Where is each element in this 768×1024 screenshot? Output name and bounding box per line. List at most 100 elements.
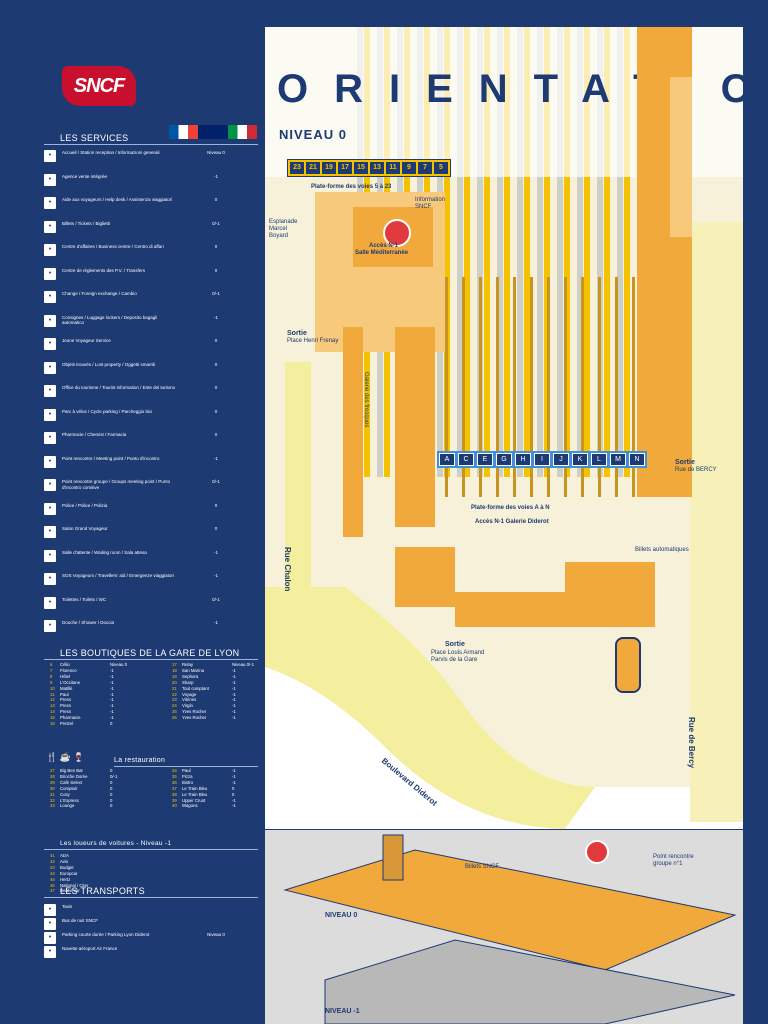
item-level: -1 [232,768,236,773]
sortie-left-place: Place Henri Frenay [287,338,339,344]
item-number: 42 [50,858,55,864]
toilet-icon: • [44,596,56,609]
item-number: 25 [172,709,177,715]
platform-line [615,277,618,497]
rue-bercy-label: Rue de Bercy [687,717,696,769]
service-text: Salle d'attente / Waiting room / Sala at… [62,549,147,555]
acces-main: Accès N-1 [369,243,399,249]
restauration-title: La restauration [114,757,166,764]
service-level: 0 [214,526,218,531]
track-letter: K [572,453,588,466]
item-number: 17 [172,662,177,667]
item-name: Sharp [182,679,194,685]
clock-tower-shape [382,834,404,881]
plane-icon: • [44,946,56,958]
item-level: -1 [232,803,236,809]
item-number: 15 [50,715,55,721]
item-name: Yves Rocher [182,709,207,715]
service-level: -1 [213,314,218,320]
platform-line [564,277,567,497]
list-item: 33 Lounge 0 [50,803,140,809]
item-name: Sephora [182,673,199,679]
item-name: Press [60,697,71,703]
service-text: Douche / Shower / Doccia [62,620,115,625]
platform-strip [544,27,550,477]
platform-strip [584,27,590,477]
item-name: Cosy [60,791,70,797]
track-number: 15 [354,162,368,174]
track-number: 5 [434,162,448,174]
platform-line [598,277,601,497]
item-name: L'Express [60,797,79,803]
item-level: -1 [110,679,114,685]
service-level: 0 [214,432,218,437]
platform-bottom-label: Plate-forme des voies A à N [471,505,550,511]
bus-icon: • [44,918,56,930]
billets-label: Billets automatiques [635,547,689,553]
shops-block-5 [565,562,655,627]
item-number: 32 [50,797,55,803]
item-level: -1 [110,673,114,679]
service-text: Pharmacie / Chemist / Farmacia [62,432,127,437]
service-text: Billets / Tickets / Biglietti [62,220,111,226]
service-level: 0 [214,197,218,202]
item-name: Paul [182,768,191,773]
item-number: 33 [50,803,55,809]
item-name: Virgin [182,703,193,709]
transport-text: Taxis [62,904,73,909]
hall-right-light [670,77,692,237]
flag-it-icon [227,125,257,139]
item-number: 30 [50,785,55,791]
item-level: 0 [110,768,113,773]
item-number: 20 [172,679,177,685]
track-line [617,27,623,477]
platform-top-label: Plate-forme des voies 5 à 23 [311,184,392,190]
track-number: 11 [386,162,400,174]
service-level: 0 [214,244,218,249]
item-name: National / Citer [60,882,89,888]
item-level: Niveau 0 [110,662,127,667]
item-number: 21 [172,685,177,691]
item-level: 0 [232,785,235,791]
item-level: 0 [110,803,113,809]
item-level: -1 [110,715,114,721]
item-number: 10 [50,685,55,691]
item-level: -1 [232,691,236,697]
service-level: 0 [214,338,218,343]
police-icon: • [44,502,56,515]
service-text: Point rencontre / Meeting point / Punto … [62,455,160,461]
item-name: Lounge [60,803,75,809]
track-letter: H [515,453,531,466]
point-rencontre-icon [383,219,411,247]
shops-block-4 [455,592,565,627]
item-name: Avis [60,858,69,864]
item-level: 0 [232,791,235,797]
platform-line [547,277,550,497]
transport-level: Niveau 0 [207,932,225,937]
item-level: -1 [110,709,114,715]
galerie-fresques-label: Galerie des fresques [363,372,369,428]
sortie-center-place: Place Louis Armand Parvis de la Gare [431,650,485,663]
service-text: Salon Grand Voyageur [62,526,108,531]
track-line [577,27,583,477]
sortie-right-place: Rue de BERCY [675,467,717,473]
track-line [597,27,603,477]
service-level: 0/-1 [212,291,220,296]
level-diagram: NIVEAU 0 NIVEAU -1 Billets SNCF Point re… [265,830,743,1024]
item-name: ADA [60,853,69,858]
